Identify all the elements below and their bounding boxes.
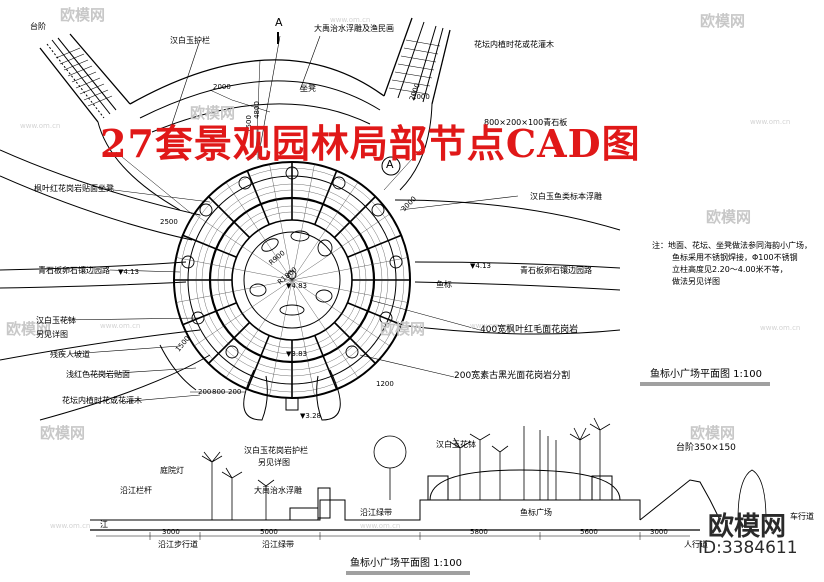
plan-caption: 鱼标小广场平面图 1:100 xyxy=(650,369,762,380)
label-bench: 坐凳 xyxy=(300,84,316,93)
brand-stamp: 欧模网 xyxy=(708,512,787,542)
label-fish-column: 汉白玉鱼类标本浮雕 xyxy=(530,192,602,201)
elevation-mark: ▼4.13 xyxy=(118,268,139,276)
watermark-brand: 欧模网 xyxy=(40,424,86,442)
section-label-fish-marker: 鱼标广场 xyxy=(520,508,552,517)
label-paving-note: 800×200×100青石板 xyxy=(484,118,568,127)
section-dim: 3000 xyxy=(650,528,668,536)
watermark-brand: 欧模网 xyxy=(700,12,746,30)
central-plaza xyxy=(173,161,411,399)
label-band400: 400宽枫叶红毛面花岗岩 xyxy=(480,325,579,335)
watermark-brand: 欧模网 xyxy=(60,6,106,24)
note-line: 立柱高度见2.20～4.00米不等， xyxy=(672,265,788,274)
section-drawing xyxy=(90,417,767,575)
watermark-url: www.om.cn xyxy=(360,522,401,530)
watermark-url: www.om.cn xyxy=(100,322,141,330)
section-label-promenade: 沿江步行道 xyxy=(158,540,198,549)
dim-text: 1200 xyxy=(376,380,394,388)
right-stair xyxy=(383,17,451,105)
watermark-url: www.om.cn xyxy=(50,522,91,530)
note-line: 鱼标采用不锈钢焊接，Φ100不锈钢 xyxy=(672,253,798,262)
watermark-brand: 欧模网 xyxy=(706,208,752,226)
section-label-green-belt2: 沿江绿带 xyxy=(262,540,294,549)
elevation-mark: ▼3.83 xyxy=(286,350,307,358)
label-maple-bench: 枫叶红花岗岩贴面坐凳 xyxy=(34,184,114,193)
note-line: 做法另见详图 xyxy=(672,277,720,286)
dim-text: 2500 xyxy=(160,218,178,226)
label-path-right: 青石板卵石镶边园路 xyxy=(520,266,592,275)
watermark-brand: 欧模网 xyxy=(190,104,236,122)
dim-text: 4800 xyxy=(252,101,261,119)
left-stair xyxy=(39,33,131,123)
section-label-see-detail: 另见详图 xyxy=(258,458,290,467)
elevation-mark: ▼4.83 xyxy=(286,282,307,290)
image-id: ID:3384611 xyxy=(698,538,798,558)
dim-text: 800 xyxy=(212,388,226,396)
section-caption: 鱼标小广场平面图 1:100 xyxy=(350,558,462,569)
label-planter: 花坛内植时花或花灌木 xyxy=(474,40,554,49)
section-label-walkway: 人行道 xyxy=(684,540,708,549)
dim-text: 2000 xyxy=(412,93,430,101)
section-dim: 5600 xyxy=(580,528,598,536)
section-dim: 5000 xyxy=(260,528,278,536)
watermark-brand: 欧模网 xyxy=(380,320,426,338)
section-mark: A xyxy=(275,16,283,29)
watermark-brand: 欧模网 xyxy=(690,424,736,442)
watermark-url: www.om.cn xyxy=(760,324,801,332)
notes: 注：地面、花坛、坐凳做法参同海韵小广场， 鱼标采用不锈钢焊接，Φ100不锈钢 立… xyxy=(652,240,812,288)
label-path-left: 青石板卵石镶边园路 xyxy=(38,266,110,275)
section-label-river: 江 xyxy=(100,520,108,529)
section-label-relief: 大禹治水浮雕 xyxy=(254,486,302,495)
page-title: 27套景观园林局部节点CAD图 xyxy=(100,121,641,166)
section-label-green-belt: 沿江绿带 xyxy=(360,508,392,517)
dim-text: 2000 xyxy=(213,83,231,91)
section-label-lamp: 庭院灯 xyxy=(160,466,184,475)
elevation-mark: ▼4.13 xyxy=(470,262,491,270)
label-see-detail: 另见详图 xyxy=(36,330,68,339)
watermark-url: www.om.cn xyxy=(330,16,371,24)
note-line: 注：地面、花坛、坐凳做法参同海韵小广场， xyxy=(652,241,812,250)
watermark-url: www.om.cn xyxy=(750,118,791,126)
label-band200: 200宽素古黑光面花岗岩分割 xyxy=(454,371,571,381)
section-label-balustrade: 汉白玉花岗岩护栏 xyxy=(244,446,308,455)
label-red-granite: 浅红色花岗岩贴面 xyxy=(66,370,130,379)
label-planter2: 花坛内植时花或花灌木 xyxy=(62,396,142,405)
section-dim: 3000 xyxy=(162,528,180,536)
watermark-url: www.om.cn xyxy=(20,122,61,130)
elevation-mark: ▼3.28 xyxy=(300,412,321,420)
section-label-steps: 台阶350×150 xyxy=(676,443,736,453)
label-fish-marker: 鱼标 xyxy=(436,280,452,289)
label-relief: 大禹治水浮雕及渔民画 xyxy=(314,24,394,33)
label-stairs: 台阶 xyxy=(30,22,46,31)
section-label-river-rail: 沿江栏杆 xyxy=(120,486,152,495)
watermark-url: www.om.cn xyxy=(470,322,511,330)
label-balustrade: 汉白玉护栏 xyxy=(170,36,210,45)
watermark-brand: 欧模网 xyxy=(6,320,52,338)
section-label-walkway2: 车行道 xyxy=(790,512,814,521)
section-label-flower-bowl: 汉白玉花钵 xyxy=(436,440,476,449)
section-mark: A xyxy=(386,158,394,171)
label-flower-bowl: 汉白玉花钵 xyxy=(36,316,76,325)
section-dim: 5800 xyxy=(470,528,488,536)
dim-text: 200 xyxy=(198,388,212,396)
dim-text: 200 xyxy=(228,388,242,396)
label-wheelchair: 残疾人坡道 xyxy=(50,350,90,359)
